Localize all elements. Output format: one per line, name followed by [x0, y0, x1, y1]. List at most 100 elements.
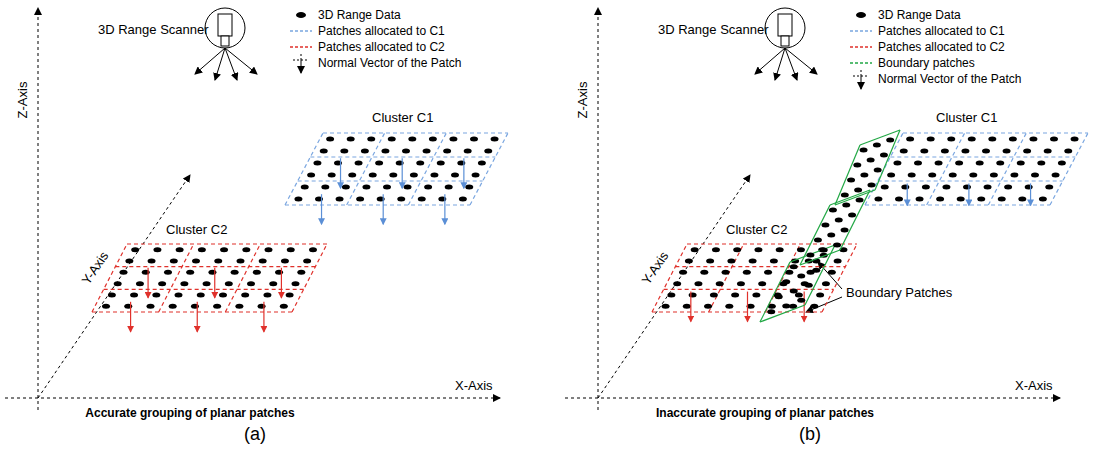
range-point — [1052, 173, 1060, 178]
range-point — [102, 304, 110, 309]
normal-vector — [197, 302, 198, 332]
range-point — [402, 149, 410, 154]
range-point — [1018, 197, 1026, 202]
range-point — [320, 149, 328, 154]
patch-edge — [988, 133, 1026, 205]
range-point — [449, 137, 457, 142]
cluster-c2-patches — [92, 244, 327, 332]
range-point — [867, 158, 875, 163]
patch-edge — [760, 305, 805, 322]
range-point — [731, 293, 739, 298]
range-point — [854, 188, 862, 193]
range-point — [281, 259, 289, 264]
range-point — [776, 247, 784, 252]
range-point — [834, 259, 842, 264]
range-point — [247, 281, 255, 286]
range-point — [291, 281, 299, 286]
range-point — [164, 270, 172, 275]
range-point — [146, 304, 154, 309]
range-point — [916, 197, 924, 202]
normal-vector — [340, 158, 341, 188]
patch-edge — [903, 132, 1088, 133]
legend-text: Normal Vector of the Patch — [878, 72, 1021, 86]
range-point — [220, 247, 228, 252]
range-point — [114, 281, 122, 286]
range-point — [848, 213, 856, 218]
range-point — [716, 281, 724, 286]
normal-vector — [383, 194, 384, 224]
range-point — [175, 293, 183, 298]
normal-vector — [402, 158, 403, 188]
range-point — [874, 168, 882, 173]
cluster-label: Cluster C1 — [936, 110, 997, 125]
panel-caption: Accurate grouping of planar patches — [85, 406, 294, 421]
range-point — [404, 185, 412, 190]
range-point — [1039, 197, 1047, 202]
range-point — [758, 281, 766, 286]
range-point — [847, 178, 855, 183]
range-point — [790, 289, 798, 294]
axis-label: X-Axis — [1015, 378, 1053, 393]
range-point — [408, 137, 416, 142]
range-point — [827, 233, 835, 238]
range-point — [197, 293, 205, 298]
patch-edge — [709, 244, 744, 312]
patch-edge — [310, 156, 495, 157]
range-point — [169, 304, 177, 309]
range-point — [805, 283, 813, 288]
legend-text: Patches allocated to C2 — [318, 40, 445, 54]
range-point — [1029, 137, 1037, 142]
range-point — [704, 304, 712, 309]
range-point — [961, 149, 969, 154]
range-point — [397, 197, 405, 202]
range-point — [821, 223, 829, 228]
range-point — [465, 185, 473, 190]
legend-text: 3D Range Data — [878, 8, 961, 22]
range-point — [927, 137, 935, 142]
range-point — [955, 161, 963, 166]
range-point — [969, 173, 977, 178]
patch-edge — [675, 266, 845, 267]
range-point — [982, 149, 990, 154]
range-point — [423, 149, 431, 154]
range-point — [770, 259, 778, 264]
patch-edge — [285, 204, 470, 205]
range-point — [470, 137, 478, 142]
range-point — [860, 173, 868, 178]
range-point — [369, 173, 377, 178]
range-point — [996, 161, 1004, 166]
range-point — [108, 293, 116, 298]
range-point — [752, 293, 760, 298]
range-point — [1023, 149, 1031, 154]
cluster-label: Cluster C2 — [166, 222, 227, 237]
patch-edge — [225, 244, 260, 312]
range-point — [388, 137, 396, 142]
range-point — [158, 281, 166, 286]
range-point — [429, 137, 437, 142]
range-point — [1050, 137, 1058, 142]
patch-edge — [323, 132, 508, 133]
range-point — [743, 270, 751, 275]
range-point — [853, 163, 861, 168]
patch-edge — [652, 311, 822, 312]
range-point — [841, 193, 849, 198]
normal-vector — [130, 302, 131, 332]
range-point — [307, 173, 315, 178]
range-point — [176, 247, 184, 252]
range-point — [180, 281, 188, 286]
range-point — [880, 153, 888, 158]
patch-edge — [927, 133, 965, 205]
range-point — [977, 197, 985, 202]
axis-label: Y-Axis — [79, 249, 112, 288]
range-point — [294, 197, 302, 202]
range-point — [381, 149, 389, 154]
range-point — [491, 137, 499, 142]
range-point — [737, 281, 745, 286]
range-point — [410, 173, 418, 178]
range-point — [443, 149, 451, 154]
range-point — [867, 183, 875, 188]
range-point — [727, 259, 735, 264]
range-point — [679, 270, 687, 275]
range-point — [328, 173, 336, 178]
range-point — [901, 185, 909, 190]
